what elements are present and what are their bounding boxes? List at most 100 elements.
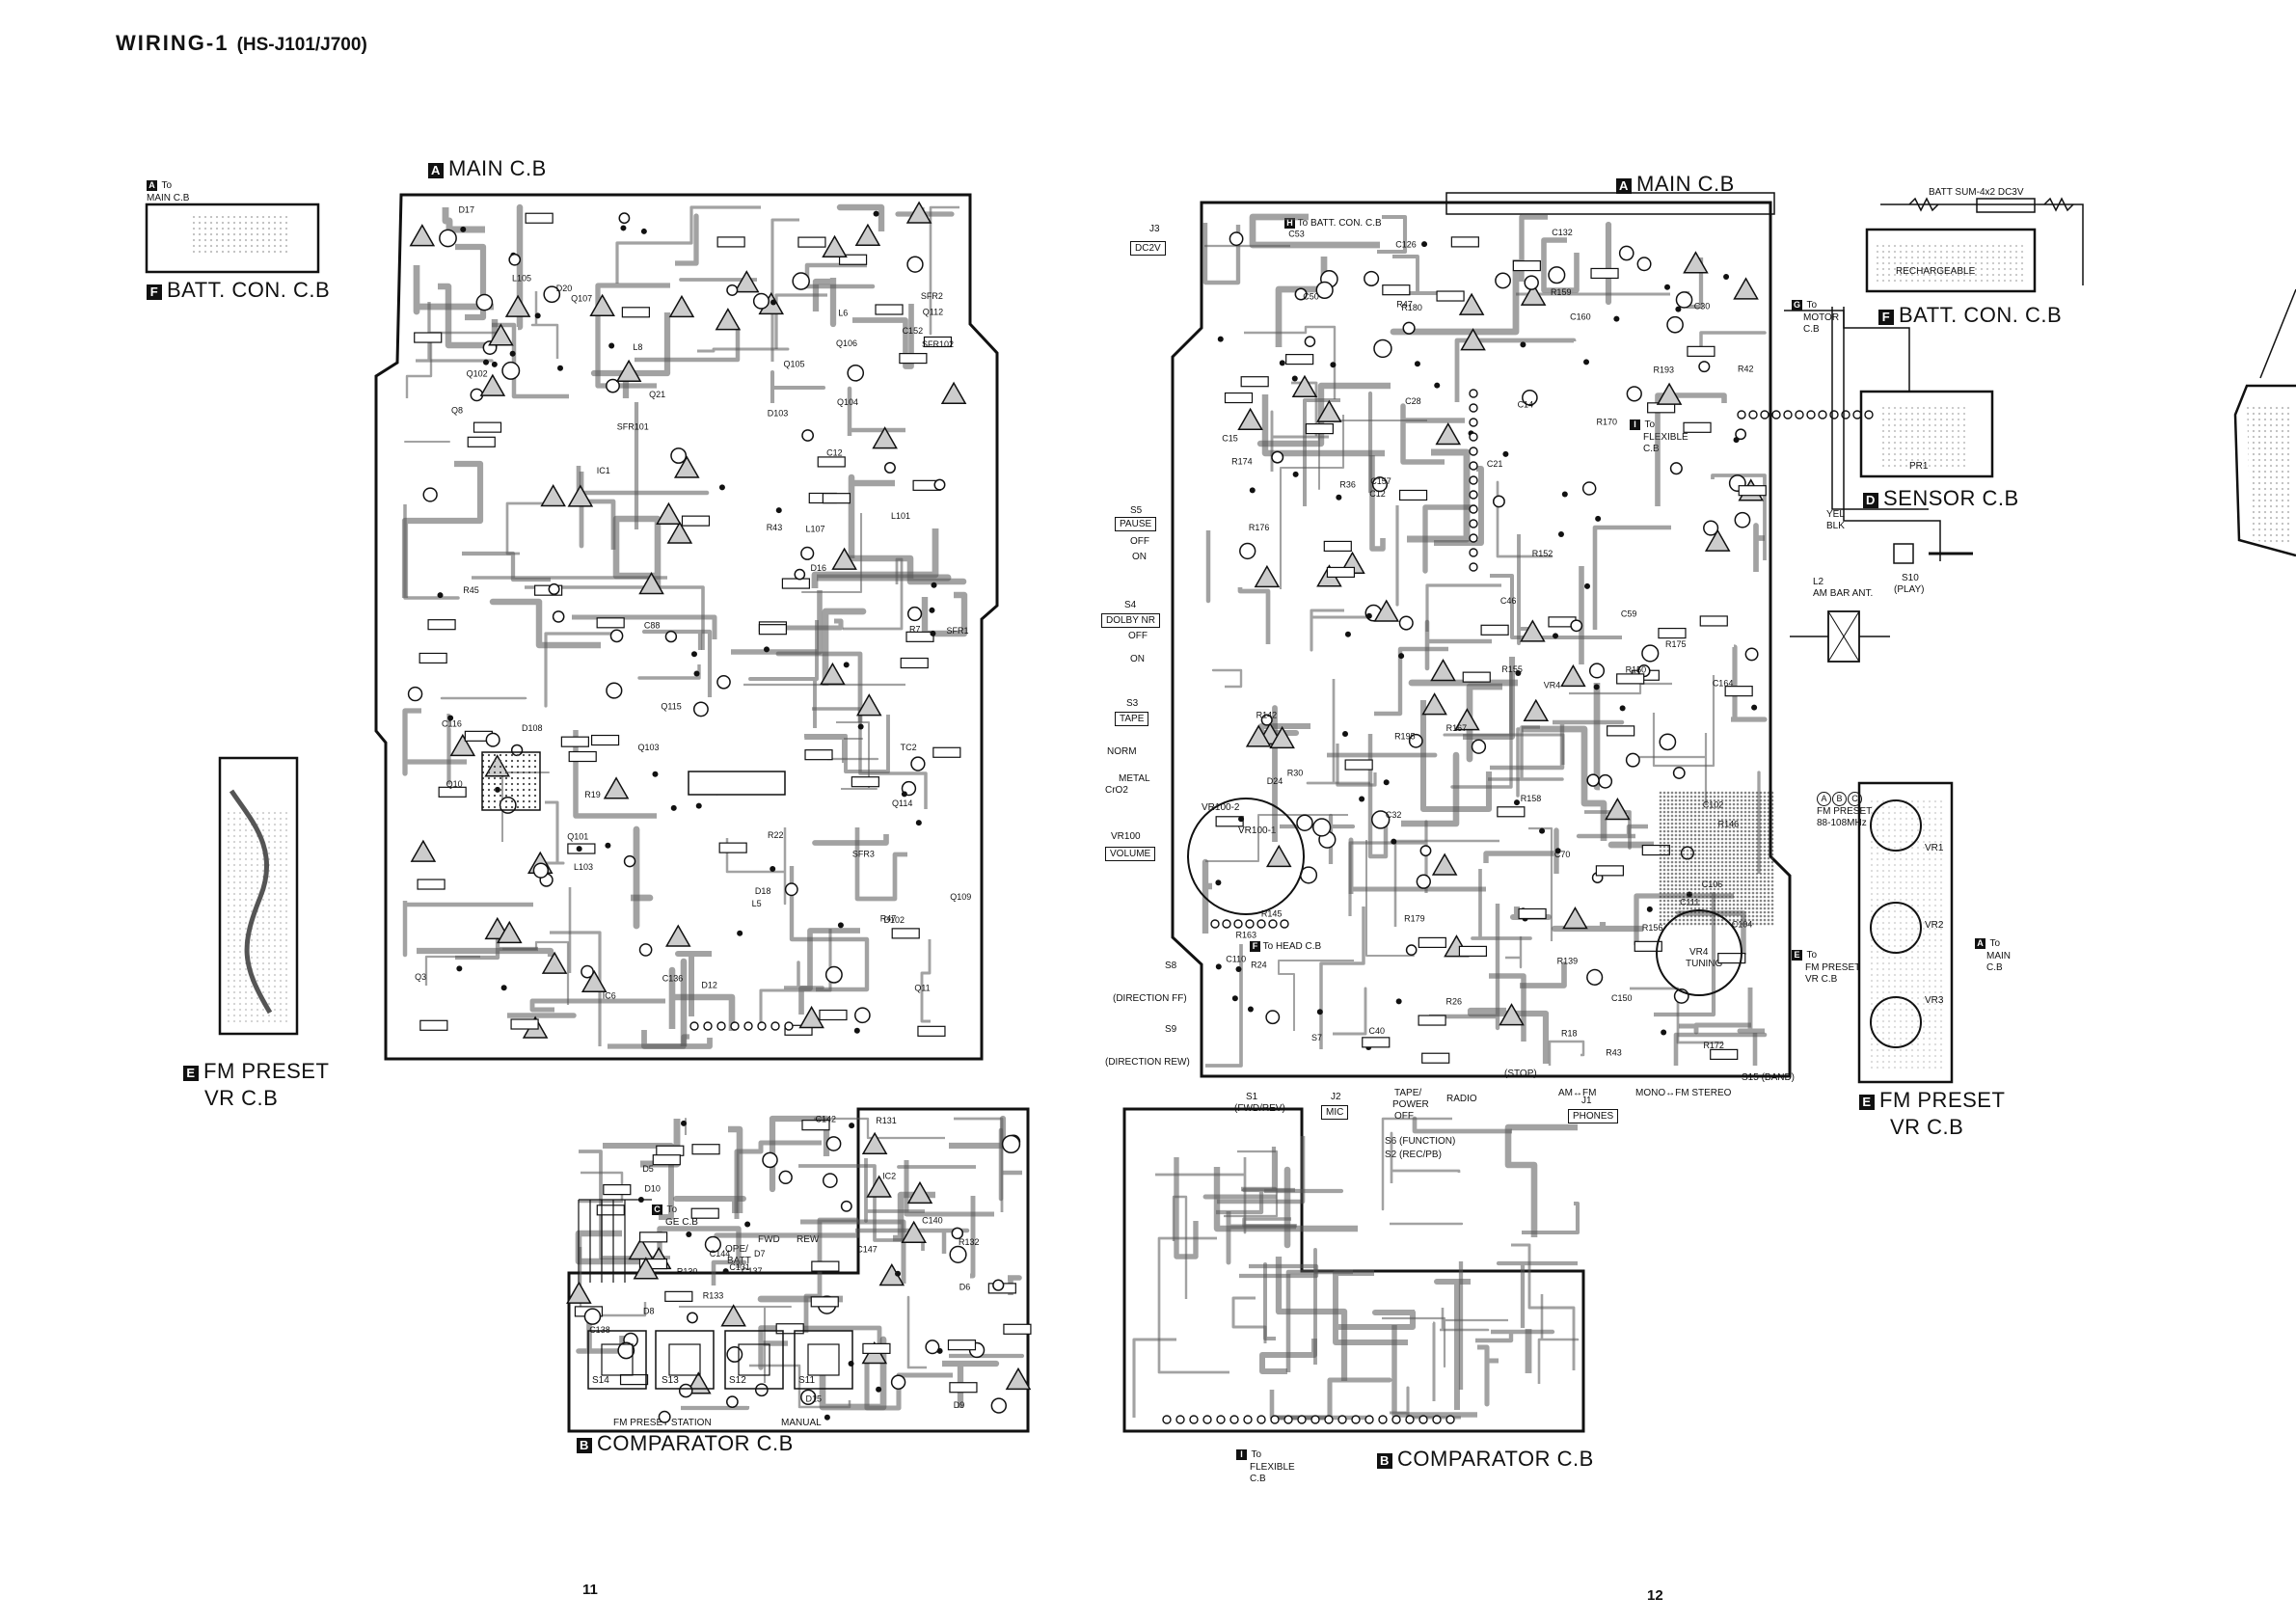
svg-text:R163: R163 [1235,930,1256,939]
svg-text:R22: R22 [768,830,784,840]
svg-text:L103: L103 [574,862,593,872]
svg-text:D8: D8 [643,1307,655,1316]
svg-text:R167: R167 [1446,723,1468,733]
svg-text:C126: C126 [1395,240,1417,250]
label-radio: RADIO [1446,1094,1477,1104]
svg-text:D18: D18 [755,886,771,896]
label-j2: J2 [1331,1092,1341,1102]
svg-text:C147: C147 [856,1245,878,1255]
label-s1: S1 [1246,1092,1258,1102]
svg-text:SFR3: SFR3 [852,849,875,858]
main-board-right-parts: R175R176R174R158R156R172R159C157C160C126… [1210,228,1874,1064]
label-manual: MANUAL [781,1418,822,1428]
svg-text:C164: C164 [1713,679,1734,689]
svg-text:R139: R139 [1557,957,1579,966]
svg-text:R18: R18 [1561,1028,1578,1038]
label-phones: PHONES [1568,1109,1619,1123]
svg-text:R36: R36 [1339,479,1356,489]
svg-text:IC1: IC1 [597,466,610,475]
svg-text:Q102: Q102 [467,369,488,379]
label-mic: MIC [1321,1105,1349,1120]
main-board-right-traces [1202,213,1768,1068]
svg-text:D102: D102 [883,915,905,925]
main-board-left-traces [401,203,968,1049]
flexible-board-partial [2233,384,2296,557]
svg-text:R7: R7 [909,624,921,634]
svg-text:SFR1: SFR1 [947,626,969,636]
connector-h-to-batt: H To BATT. CON. C.B [1284,218,1382,230]
svg-text:R42: R42 [1738,365,1754,374]
svg-text:C142: C142 [816,1114,837,1123]
label-dir-rew: (DIRECTION REW) [1105,1057,1190,1068]
svg-text:C144: C144 [710,1249,731,1259]
svg-text:C50: C50 [1303,292,1319,302]
label-tuning: TUNING [1686,959,1723,969]
label-s5: S5 [1130,505,1143,516]
connector-i-to-flexible-top: I To FLEXIBLE C.B [1630,415,1688,455]
label-s11: S11 [798,1375,816,1386]
svg-text:Q11: Q11 [914,984,930,993]
label-blk: BLK [1826,521,1845,531]
svg-text:L101: L101 [891,511,910,521]
label-s12: S12 [729,1375,746,1386]
svg-text:C12: C12 [1369,489,1386,499]
svg-text:Q21: Q21 [649,390,665,399]
label-stop: (STOP) [1504,1069,1537,1079]
label-pause: PAUSE [1115,517,1157,531]
comparator-left-parts: C140R132C138D15C144C142IC2R133C137C147D5… [566,1114,1032,1423]
label-rew: REW [797,1234,820,1245]
svg-text:L105: L105 [512,274,531,284]
label-l2: L2 [1813,577,1824,587]
svg-text:R150: R150 [1626,665,1647,675]
svg-text:R47: R47 [1396,299,1413,309]
page-number-left: 11 [582,1582,598,1598]
svg-text:R142: R142 [1256,710,1278,719]
label-dolby: DOLBY NR [1101,613,1160,628]
connector-a-to-main-right: A To MAIN C.B [1975,934,2011,974]
svg-text:L107: L107 [805,525,824,534]
svg-text:Q115: Q115 [661,702,681,712]
page-title: WIRING-1 (HS-J101/J700) [116,31,367,55]
svg-text:C40: C40 [1369,1026,1386,1036]
svg-text:Q109: Q109 [950,892,971,902]
connector-f-to-head: F To HEAD C.B [1250,941,1321,953]
svg-text:C138: C138 [589,1325,610,1335]
label-s14: S14 [592,1375,609,1386]
label-vr100-1: VR100-1 [1238,826,1277,836]
svg-text:R45: R45 [463,585,479,595]
comparator-right-outline [1122,1107,1585,1433]
svg-text:C152: C152 [903,326,924,336]
connector-e-to-fm-preset: E To FM PRESET VR C.B [1792,945,1860,986]
svg-text:Q10: Q10 [446,779,463,789]
label-norm: NORM [1107,746,1137,757]
label-fwd: FWD [758,1234,780,1245]
svg-text:Q114: Q114 [892,798,912,808]
svg-text:C137: C137 [742,1266,763,1276]
svg-text:R130: R130 [677,1267,698,1277]
svg-text:L6: L6 [838,309,848,318]
svg-text:Q3: Q3 [415,972,426,982]
svg-text:IC2: IC2 [882,1172,896,1181]
svg-text:R155: R155 [1501,664,1523,674]
label-s9: S9 [1165,1024,1177,1035]
svg-text:C160: C160 [1570,311,1591,321]
label-tape-power: TAPE/ [1394,1088,1422,1098]
svg-text:Q104: Q104 [837,397,858,407]
label-vr100: VR100 [1111,831,1141,842]
label-play: (PLAY) [1894,584,1925,595]
svg-text:C110: C110 [1226,954,1246,963]
svg-text:R19: R19 [584,790,601,799]
comparator-right-traces [1132,1116,1580,1424]
svg-text:C157: C157 [1370,476,1391,486]
main-board-left-outline [374,193,999,1061]
batt-board-right-outline [1865,228,2037,293]
main-board-right-outline [1171,201,1792,1078]
svg-text:R175: R175 [1665,639,1687,649]
svg-text:R195: R195 [1394,732,1416,742]
connector-i-to-flexible-bottom: I To FLEXIBLE C.B [1236,1445,1295,1485]
